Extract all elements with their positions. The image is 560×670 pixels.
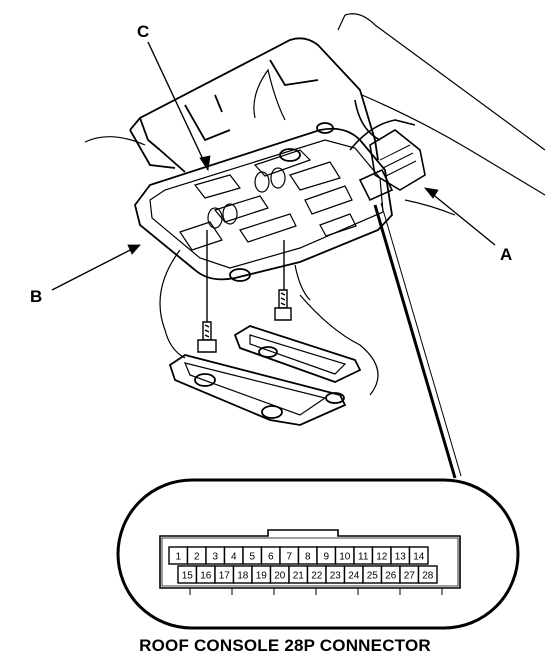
connector-pin-bottom: 26: [380, 565, 401, 584]
wiring-loops: [84, 68, 379, 396]
connector-pin-label: 2: [194, 552, 200, 563]
connector-pin-top: 12: [371, 546, 392, 565]
connector-pin-top: 7: [279, 546, 300, 565]
connector-pin-bottom: 21: [288, 565, 309, 584]
screw-right: [274, 240, 292, 321]
connector-tick-marks: [189, 588, 443, 595]
lens-cover-left: [168, 354, 347, 426]
lens-cover-right: [233, 325, 362, 404]
connector-pin-label: 14: [413, 552, 425, 563]
connector-pin-bottom: 24: [343, 565, 364, 584]
connector-pin-label: 12: [376, 552, 388, 563]
connector-pin-label: 11: [358, 552, 369, 563]
connector-pin-top: 6: [260, 546, 281, 565]
connector-pin-bottom: 28: [417, 565, 438, 584]
connector-pin-bottom: 22: [306, 565, 327, 584]
connector-pin-label: 18: [237, 571, 249, 582]
connector-pin-bottom: 25: [362, 565, 383, 584]
connector-pin-label: 26: [385, 571, 397, 582]
connector-pin-top: 4: [223, 546, 244, 565]
connector-pin-top: 11: [353, 546, 374, 565]
connector-pin-label: 21: [293, 571, 305, 582]
connector-pin-label: 4: [231, 552, 237, 563]
connector-pin-label: 1: [175, 552, 181, 563]
connector-pin-bottom: 19: [251, 565, 272, 584]
callout-b-label: B: [30, 287, 42, 306]
connector-pin-top: 3: [205, 546, 226, 565]
callout-a-label: A: [500, 245, 512, 264]
connector-pin-label: 13: [395, 552, 407, 563]
connector-pin-label: 5: [249, 552, 255, 563]
connector-pin-top: 14: [408, 546, 429, 565]
wire-harness: [349, 99, 426, 202]
connector-pin-bottom: 16: [195, 565, 216, 584]
connector-pin-label: 20: [274, 571, 286, 582]
roof-console-housing: [129, 37, 393, 282]
connector-pin-top: 10: [334, 546, 355, 565]
connector-pin-top: 13: [390, 546, 411, 565]
connector-pin-top: 1: [168, 546, 189, 565]
connector-pin-bottom: 23: [325, 565, 346, 584]
connector-pin-label: 19: [256, 571, 268, 582]
connector-pin-label: 22: [311, 571, 323, 582]
connector-pin-label: 17: [219, 571, 231, 582]
connector-pin-top: 5: [242, 546, 263, 565]
connector-pin-top: 2: [186, 546, 207, 565]
connector-pin-label: 6: [268, 552, 274, 563]
connector-pin-label: 23: [330, 571, 342, 582]
connector-pin-bottom: 18: [232, 565, 253, 584]
headliner-edge: [337, 13, 546, 216]
connector-pin-label: 9: [323, 552, 329, 563]
connector-pin-label: 10: [339, 552, 351, 563]
screw-left: [197, 230, 217, 353]
connector-pin-label: 8: [305, 552, 311, 563]
connector-pin-label: 16: [200, 571, 212, 582]
connector-pin-label: 7: [286, 552, 292, 563]
connector-pin-label: 24: [348, 571, 360, 582]
leader-lines: [51, 41, 496, 479]
connector-pin-top: 8: [297, 546, 318, 565]
connector-pin-label: 15: [182, 571, 194, 582]
connector-pin-bottom: 15: [177, 565, 198, 584]
connector-pin-label: 27: [404, 571, 416, 582]
connector-caption: ROOF CONSOLE 28P CONNECTOR: [139, 636, 431, 655]
connector-pin-top: 9: [316, 546, 337, 565]
connector-pin-bottom: 20: [269, 565, 290, 584]
connector-pin-label: 25: [367, 571, 379, 582]
connector-pin-bottom: 27: [399, 565, 420, 584]
connector-pin-label: 3: [212, 552, 218, 563]
callout-c-label: C: [137, 22, 149, 41]
connector-pin-label: 28: [422, 571, 434, 582]
connector-pin-bottom: 17: [214, 565, 235, 584]
